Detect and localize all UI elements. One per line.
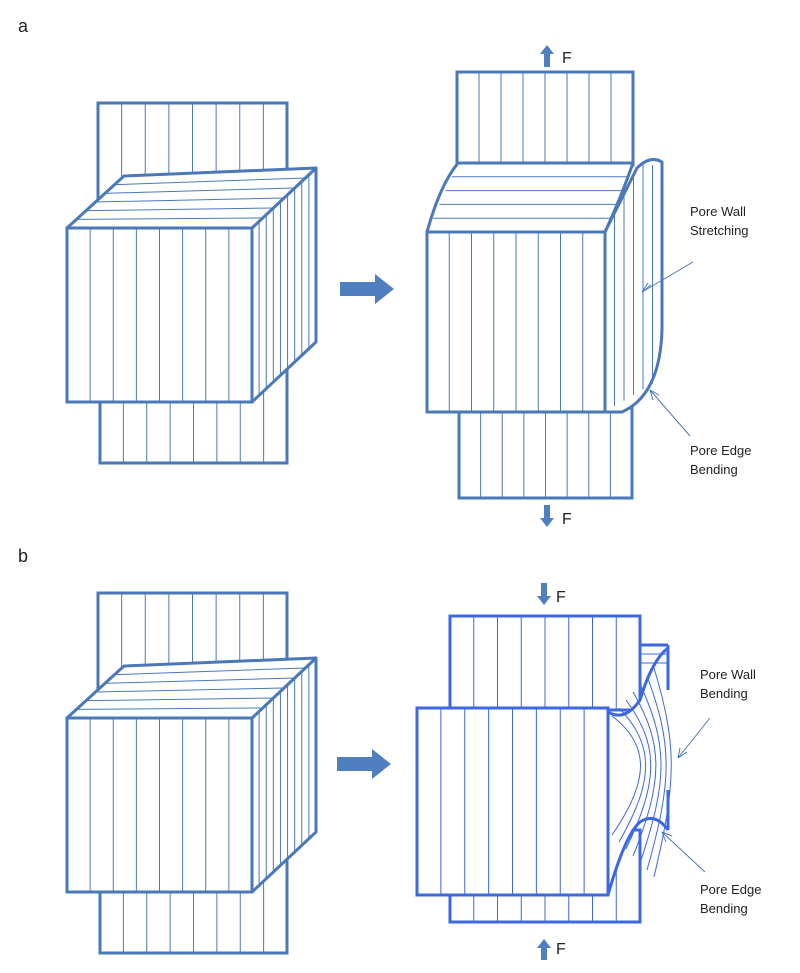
bottom-block — [457, 403, 634, 500]
pointer-line — [661, 831, 706, 873]
top-face — [65, 166, 318, 230]
panel-a-undeformed-cell — [65, 101, 318, 465]
panel-a-stretched-cell — [425, 70, 664, 500]
panel-a-process-arrow — [340, 274, 394, 304]
panel-b-label: b — [18, 546, 28, 566]
force-label: F — [556, 941, 566, 958]
panel-a-annotation-wall: Pore Wall Stretching — [641, 204, 749, 293]
arrow-up-icon — [537, 939, 551, 960]
arrow-down-icon — [540, 505, 554, 527]
panel-b-force-top: F — [537, 583, 566, 606]
top-block — [448, 614, 642, 712]
panel-b-process-arrow — [337, 749, 391, 779]
front-face — [415, 706, 610, 897]
side-face — [250, 656, 318, 894]
panel-b-force-bottom: F — [537, 939, 566, 960]
panel-a-force-bottom: F — [540, 505, 572, 528]
panel-b-undeformed-cell — [65, 591, 318, 955]
front-face — [65, 716, 254, 894]
force-label: F — [562, 511, 572, 528]
front-face — [425, 230, 607, 414]
annotation-line: Stretching — [690, 223, 749, 238]
pointer-line — [641, 261, 694, 293]
annotation-line: Pore Wall — [700, 667, 756, 682]
force-label: F — [562, 50, 572, 67]
stretched-side-face — [603, 158, 664, 414]
annotation-line: Pore Wall — [690, 204, 746, 219]
panel-b-annotation-wall: Pore Wall Bending — [677, 667, 756, 759]
pointer-line — [677, 717, 711, 759]
top-face — [425, 161, 635, 234]
annotation-line: Bending — [700, 686, 748, 701]
force-label: F — [556, 589, 566, 606]
annotation-line: Bending — [690, 462, 738, 477]
pointer-line — [649, 389, 691, 437]
panel-b-compressed-cell — [415, 614, 672, 924]
annotation-line: Pore Edge — [700, 882, 761, 897]
panel-a-force-top: F — [540, 45, 572, 67]
front-face — [65, 226, 254, 404]
bent-wall — [606, 643, 672, 896]
panel-a-annotation-edge: Pore Edge Bending — [649, 389, 751, 477]
annotation-line: Bending — [700, 901, 748, 916]
panel-b-annotation-edge: Pore Edge Bending — [661, 831, 761, 916]
arrow-down-icon — [537, 583, 551, 605]
top-block — [455, 70, 635, 167]
panel-a-label: a — [18, 16, 29, 36]
arrow-up-icon — [540, 45, 554, 67]
annotation-line: Pore Edge — [690, 443, 751, 458]
